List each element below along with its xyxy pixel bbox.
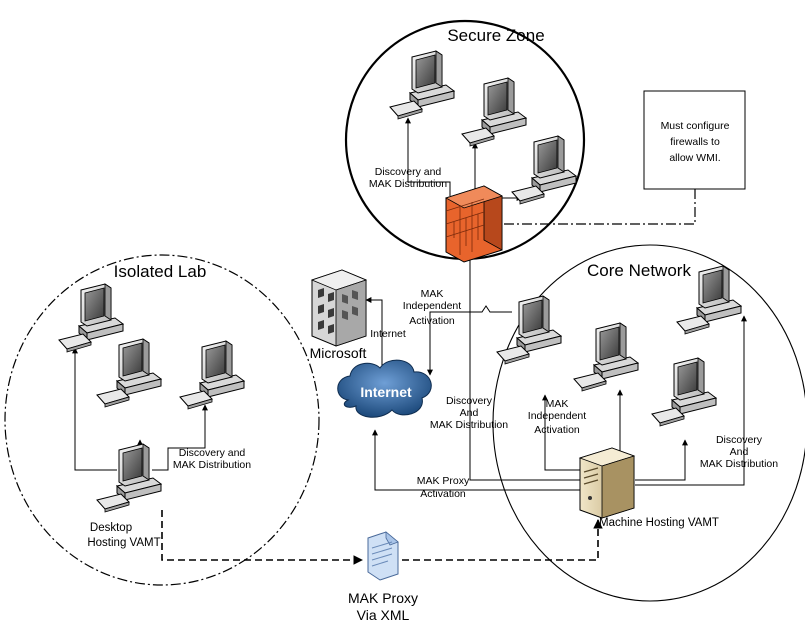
callout-line-3: allow WMI. [669,152,720,164]
discovery-right-3: MAK Distribution [700,458,778,470]
discovery-center-3: MAK Distribution [430,419,508,431]
secure-workstation-1 [389,50,455,120]
mak-proxy-activation-1: MAK Proxy [417,475,470,487]
mak-indep-top-3: Activation [409,315,455,327]
discovery-center-2: And [460,407,479,419]
secure-discovery-label-1: Discovery and [375,166,442,178]
firewall-callout-box [643,90,746,190]
secure-workstation-2 [461,77,527,147]
mak-proxy-xml-1: MAK Proxy [348,590,418,606]
core-workstation-2 [573,322,639,392]
firewall-icon [444,185,504,263]
mak-indep-top-2: Independent [403,300,461,312]
microsoft-label: Microsoft [310,345,367,361]
callout-leader [502,189,696,225]
isolated-lab-boundary [4,254,320,586]
callout-line-2: firewalls to [670,136,720,148]
mak-indep-top-1: MAK [421,288,444,300]
secure-discovery-label-2: MAK Distribution [369,178,447,190]
server-icon [578,447,636,519]
secure-zone-title: Secure Zone [447,26,544,45]
core-workstation-1 [496,295,562,365]
discovery-right-2: And [730,446,749,458]
discovery-right-1: Discovery [716,434,763,446]
mak-indep-core-1: MAK [546,398,569,410]
machine-host-label: Machine Hosting VAMT [599,517,719,529]
isolated-workstation-2 [96,338,162,408]
secure-workstation-3 [511,135,577,205]
isolated-lab-title: Isolated Lab [114,262,207,281]
mak-indep-core-3: Activation [534,424,580,436]
discovery-center-1: Discovery [446,395,493,407]
isolated-discovery-1: Discovery and [179,447,246,459]
desktop-host-label-1: Desktop [90,522,132,534]
internet-link-label: Internet [370,328,406,340]
isolated-discovery-2: MAK Distribution [173,459,251,471]
isolated-workstation-1 [58,283,124,353]
desktop-host-label-2: Hosting VAMT [87,537,160,549]
mak-proxy-xml-2: Via XML [357,607,410,623]
core-network-title: Core Network [587,261,691,280]
isolated-workstation-3 [179,340,245,410]
core-workstation-4 [651,357,717,427]
internet-cloud-label: Internet [360,384,412,400]
building-icon [310,269,368,347]
callout-line-1: Must configure [661,120,730,132]
mak-indep-core-2: Independent [528,410,586,422]
desktop-hosting-vamt [96,443,162,513]
core-network-boundary [492,244,805,602]
xml-document-icon [367,531,399,581]
mak-proxy-activation-2: Activation [420,488,466,500]
cloud-icon [337,359,432,418]
